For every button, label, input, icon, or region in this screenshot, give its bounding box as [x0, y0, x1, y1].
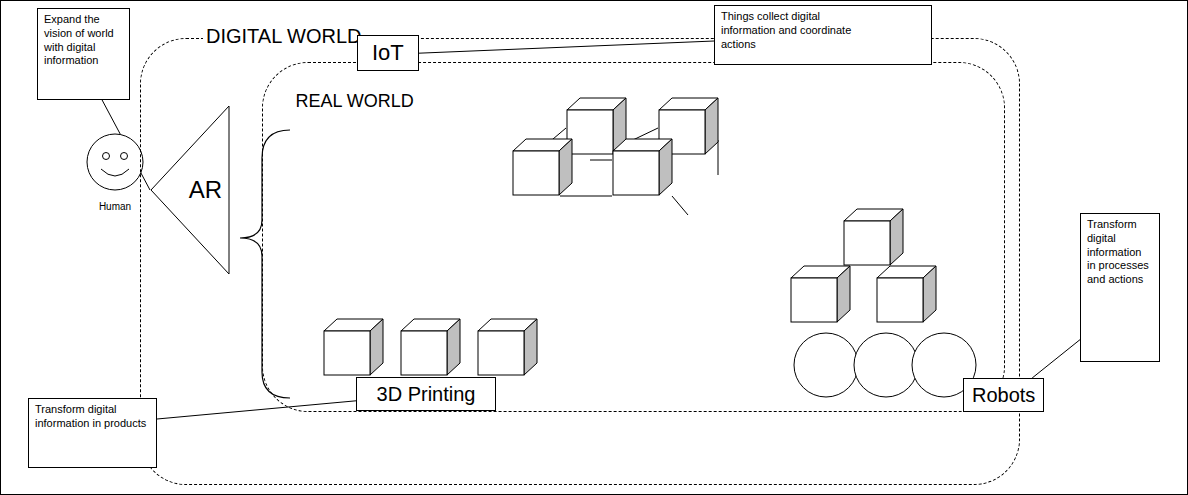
brace [240, 130, 290, 398]
callout-text: Expand the vision of world with digital … [44, 13, 123, 68]
cubes [324, 98, 936, 375]
leader-line [419, 41, 714, 53]
human-figure: Human [82, 132, 148, 212]
real-world-region: REAL WORLD 3D Printing [262, 62, 1005, 412]
node-label: IoT [372, 40, 404, 66]
node-label: Human [99, 201, 131, 212]
robots-box: Robots [963, 378, 1044, 412]
callout-box: Expand the vision of world with digital … [37, 8, 130, 100]
callout-text: Things collect digital information and c… [721, 10, 861, 51]
region-heading: REAL WORLD [293, 91, 417, 112]
leader-line [1032, 340, 1080, 378]
callout-box: Things collect digital information and c… [714, 5, 932, 65]
node-label: Robots [972, 383, 1035, 407]
leader-line [157, 401, 356, 419]
callout-text: Transform digital information in process… [1087, 218, 1153, 287]
spheres [794, 333, 976, 397]
ar-lens: AR [150, 105, 230, 275]
node-label: 3D Printing [365, 382, 487, 406]
callout-box: Transform digital information in product… [28, 398, 157, 468]
callout-text: Transform digital information in product… [35, 403, 150, 431]
region-heading: DIGITAL WORLD [203, 25, 365, 48]
printing-box: 3D Printing [356, 377, 496, 411]
node-label: AR [189, 176, 222, 204]
smiley-face [82, 132, 148, 196]
callout-box: Transform digital information in process… [1080, 213, 1160, 362]
iot-box: IoT [357, 35, 419, 71]
digital-world-region: DIGITAL WORLDREAL WORLD3D Printing [140, 38, 1020, 485]
